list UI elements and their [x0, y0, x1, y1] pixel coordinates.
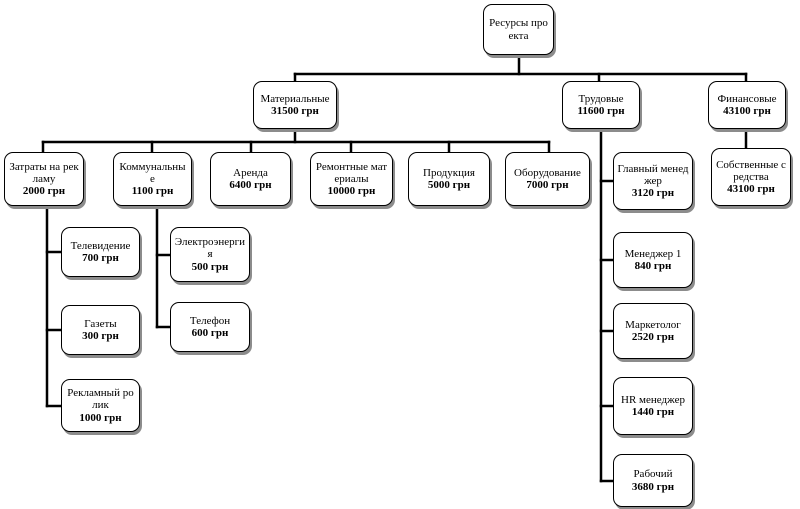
node-video-label: Рекламный ролик [67, 387, 134, 412]
node-newspapers: Газеты 300 грн [61, 305, 140, 355]
node-manager1-value: 840 грн [634, 260, 672, 272]
node-ads-label: Затраты на рекламу [9, 160, 79, 185]
node-marketer: Маркетолог 2520 грн [613, 303, 693, 359]
node-financial: Финансовые 43100 грн [708, 81, 786, 129]
node-worker: Рабочий 3680 грн [613, 454, 693, 507]
node-newspapers-value: 300 грн [82, 330, 119, 342]
node-labor: Трудовые 11600 грн [562, 81, 640, 129]
node-tv-label: Телевидение [70, 239, 131, 252]
node-manager1: Менеджер 1 840 грн [613, 232, 693, 288]
node-products: Продукция 5000 грн [408, 152, 490, 206]
node-chief-manager-value: 3120 грн [631, 187, 675, 200]
node-material: Материальные 31500 грн [253, 81, 337, 129]
node-utilities-label: Коммунальны е [119, 160, 186, 185]
node-material-value: 31500 грн [271, 105, 319, 117]
node-products-label: Продукция [423, 166, 475, 179]
node-ads: Затраты на рекламу 2000 грн [4, 152, 84, 206]
node-repair-value: 10000 грн [327, 185, 376, 198]
node-utilities: Коммунальны е 1100 грн [113, 152, 192, 206]
node-electricity: Электроэнерги я 500 грн [170, 227, 250, 282]
node-hr-manager: HR менеджер 1440 грн [613, 377, 693, 435]
node-tv: Телевидение 700 грн [61, 227, 140, 277]
node-own-funds-value: 43100 грн [727, 183, 775, 196]
node-utilities-value: 1100 грн [131, 185, 174, 198]
node-video: Рекламный ролик 1000 грн [61, 379, 140, 432]
node-own-funds: Собственные средства 43100 грн [711, 148, 791, 206]
node-labor-value: 11600 грн [577, 105, 625, 117]
node-root: Ресурсы проекта [483, 4, 554, 55]
node-root-label: Ресурсы проекта [489, 17, 548, 42]
node-material-label: Материальные [260, 92, 330, 105]
node-own-funds-label: Собственные средства [716, 158, 786, 183]
node-equipment-label: Оборудование [514, 166, 581, 179]
node-electricity-label: Электроэнерги я [174, 236, 246, 261]
node-marketer-label: Маркетолог [625, 318, 681, 331]
node-phone-label: Телефон [189, 314, 231, 327]
node-rent: Аренда 6400 грн [210, 152, 291, 206]
node-repair-label: Ремонтные материалы [315, 160, 388, 185]
node-equipment-value: 7000 грн [526, 179, 569, 191]
node-financial-value: 43100 грн [723, 105, 771, 117]
node-financial-label: Финансовые [717, 92, 777, 105]
node-video-value: 1000 грн [79, 411, 122, 424]
node-electricity-value: 500 грн [191, 260, 229, 273]
node-products-value: 5000 грн [427, 179, 471, 191]
node-phone-value: 600 грн [191, 327, 229, 339]
node-manager1-label: Менеджер 1 [624, 247, 682, 260]
node-repair: Ремонтные материалы 10000 грн [310, 152, 393, 206]
node-rent-value: 6400 грн [229, 179, 272, 191]
node-equipment: Оборудование 7000 грн [505, 152, 590, 206]
node-tv-value: 700 грн [82, 252, 119, 264]
node-labor-label: Трудовые [578, 92, 624, 105]
node-newspapers-label: Газеты [84, 317, 117, 330]
node-hr-manager-label: HR менеджер [621, 393, 685, 406]
node-phone: Телефон 600 грн [170, 302, 250, 352]
node-marketer-value: 2520 грн [631, 331, 675, 343]
node-worker-label: Рабочий [633, 468, 673, 481]
node-chief-manager-label: Главный менеджер [617, 162, 689, 187]
node-hr-manager-value: 1440 грн [631, 406, 675, 418]
node-rent-label: Аренда [233, 166, 268, 179]
node-chief-manager: Главный менеджер 3120 грн [613, 152, 693, 210]
node-ads-value: 2000 грн [22, 185, 66, 198]
node-worker-value: 3680 грн [631, 480, 675, 493]
